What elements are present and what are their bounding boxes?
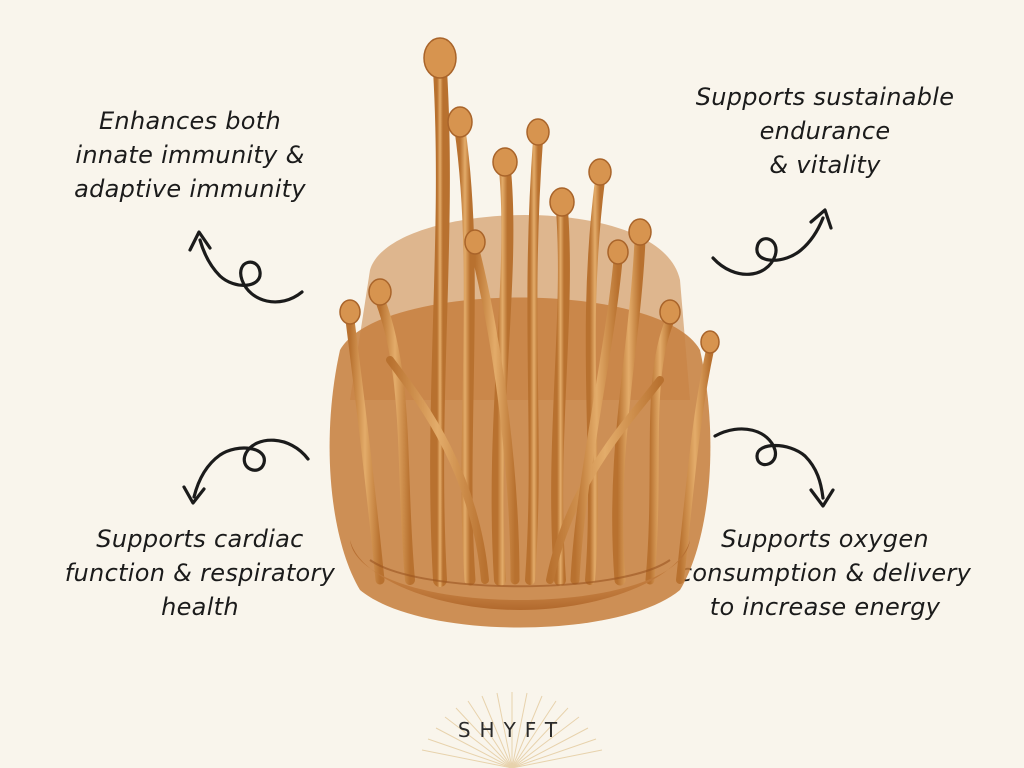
loop-arrow-bottom-right-icon [713, 427, 835, 508]
benefit-cardiac-line-3: health [161, 593, 239, 621]
benefit-oxygen-line-2: consumption & delivery [678, 559, 972, 587]
benefit-oxygen: Supports oxygen consumption & delivery t… [655, 522, 995, 624]
benefit-oxygen-line-3: to increase energy [709, 593, 941, 621]
benefit-endurance-line-1: Supports sustainable [695, 83, 955, 111]
benefit-endurance: Supports sustainable endurance & vitalit… [660, 80, 990, 182]
benefit-endurance-line-3: & vitality [769, 151, 881, 179]
benefit-cardiac-line-1: Supports cardiac [96, 525, 304, 553]
brand-sunburst-icon [421, 692, 603, 768]
benefit-cardiac-line-2: function & respiratory [64, 559, 336, 587]
benefit-immunity-line-2: innate immunity & [75, 141, 305, 169]
loop-arrow-top-left-icon [188, 230, 304, 304]
benefit-immunity-line-3: adaptive immunity [74, 175, 306, 203]
cordyceps-illustration [329, 37, 720, 628]
loop-arrow-top-right-icon [711, 208, 833, 276]
benefit-immunity: Enhances both innate immunity & adaptive… [40, 104, 340, 206]
benefit-immunity-line-1: Enhances both [98, 107, 282, 135]
loop-arrow-bottom-left-icon [182, 438, 310, 505]
benefit-cardiac: Supports cardiac function & respiratory … [40, 522, 360, 624]
benefit-endurance-line-2: endurance [759, 117, 891, 145]
benefit-oxygen-line-1: Supports oxygen [721, 525, 929, 553]
brand-logo: SHYFT [457, 718, 567, 742]
